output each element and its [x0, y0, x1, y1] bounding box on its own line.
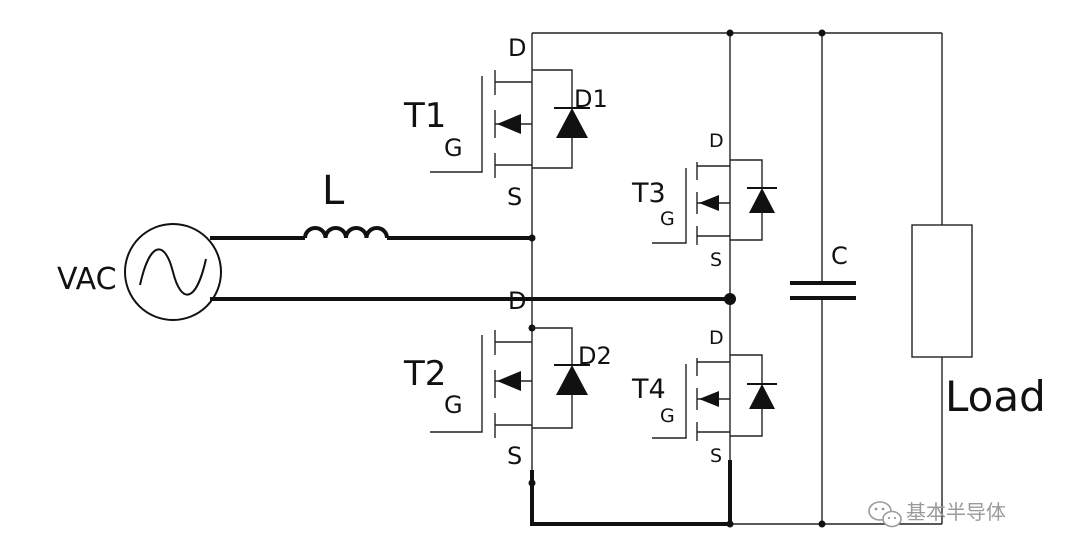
t3-name-label: T3 — [631, 178, 666, 209]
transistor-t2: D T2 G S D2 — [403, 287, 612, 470]
t3-drain-label: D — [709, 130, 724, 152]
t3-gate-label: G — [660, 208, 675, 230]
junctions — [528, 29, 826, 528]
transistor-t3: D T3 G S — [631, 130, 777, 271]
junction-dot — [724, 293, 736, 305]
watermark: 基本半导体 — [868, 500, 1006, 528]
t4-drain-label: D — [709, 327, 724, 349]
wechat-icon — [868, 501, 902, 528]
t1-name-label: T1 — [403, 96, 446, 136]
wires — [210, 32, 943, 526]
t4-source-label: S — [710, 445, 722, 467]
t1-source-label: S — [507, 183, 522, 211]
watermark-text: 基本半导体 — [906, 500, 1006, 524]
junction-dot — [528, 479, 536, 487]
junction-dot — [528, 234, 536, 242]
transistor-t1: D T1 G S D1 — [403, 34, 608, 211]
transistor-t4: D T4 G S — [631, 327, 777, 467]
load-resistor: Load — [911, 224, 1046, 421]
t2-gate-label: G — [444, 391, 463, 419]
inductor: L — [303, 168, 389, 239]
inductor-label: L — [322, 168, 345, 214]
load-label: Load — [945, 372, 1046, 421]
t2-name-label: T2 — [403, 354, 446, 394]
junction-dot — [726, 520, 734, 528]
t2-source-label: S — [507, 442, 522, 470]
junction-dot — [818, 520, 826, 528]
t1-drain-label: D — [508, 34, 526, 62]
capacitor-label: C — [831, 242, 848, 270]
t1-gate-label: G — [444, 134, 463, 162]
t2-diode-label: D2 — [578, 342, 612, 370]
ac-source-label: VAC — [57, 262, 117, 297]
t4-gate-label: G — [660, 405, 675, 427]
junction-dot — [818, 29, 826, 37]
t3-source-label: S — [710, 249, 722, 271]
t4-name-label: T4 — [631, 374, 666, 405]
t2-drain-label: D — [508, 287, 526, 315]
capacitor: C — [790, 242, 856, 300]
t1-diode-label: D1 — [574, 85, 608, 113]
ac-source: VAC — [57, 223, 222, 321]
junction-dot — [726, 29, 734, 37]
